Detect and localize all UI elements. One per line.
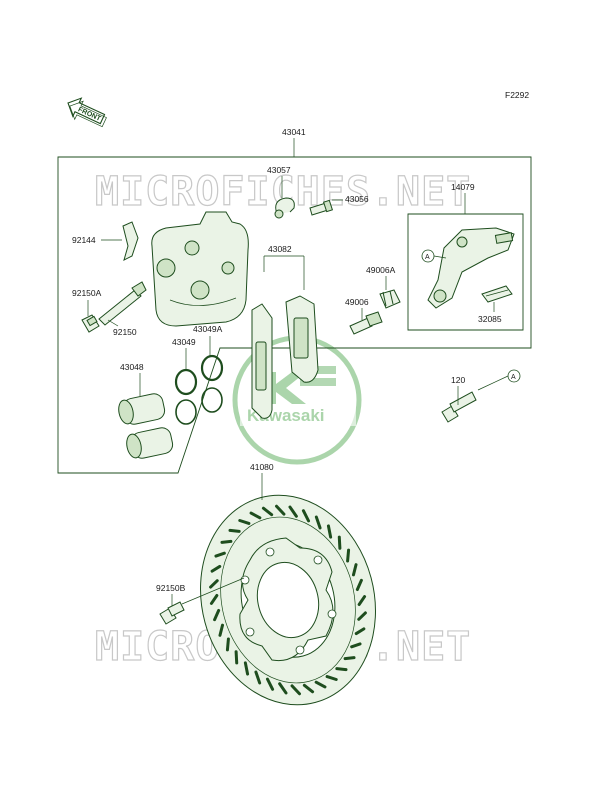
callout-a-bracket: A <box>421 249 447 263</box>
disc-slot <box>278 682 288 695</box>
disc-slot <box>357 595 367 606</box>
disc-slot <box>249 511 262 520</box>
disc-slot <box>337 535 342 550</box>
label-43049A: 43049A <box>193 324 223 334</box>
disc-slot <box>355 578 363 592</box>
piston-seals <box>174 354 224 425</box>
disc-slot <box>234 650 239 665</box>
disc-slot <box>326 524 333 539</box>
caliper-body <box>151 211 249 327</box>
callout-a-bolt: A <box>507 369 521 383</box>
label-92150: 92150 <box>113 327 137 337</box>
disc-slot <box>220 539 233 544</box>
disc-slot <box>225 637 230 652</box>
label-43041: 43041 <box>282 127 306 137</box>
disc-slot <box>210 564 222 573</box>
bleeder-plug <box>81 314 100 333</box>
label-43082: 43082 <box>268 244 292 254</box>
figure-code: F2292 <box>505 90 529 100</box>
disc-slot <box>314 680 327 689</box>
disc-slot <box>302 683 315 694</box>
disc-slot <box>218 623 225 637</box>
slide-pin <box>349 311 383 335</box>
disc-slot <box>209 579 219 589</box>
label-41080: 41080 <box>250 462 274 472</box>
mounting-bolt <box>441 375 509 423</box>
pad-spring-clip <box>122 221 139 261</box>
disc-slot <box>213 608 221 622</box>
label-43056: 43056 <box>345 194 369 204</box>
label-92150B: 92150B <box>156 583 186 593</box>
svg-text:A: A <box>511 374 516 381</box>
brake-pad-outer <box>285 295 319 383</box>
brake-disc <box>200 494 376 706</box>
disc-slot <box>301 509 311 523</box>
disc-slot <box>354 627 366 636</box>
disc-slot <box>346 548 351 563</box>
disc-slot <box>350 642 362 649</box>
label-92144: 92144 <box>72 235 96 245</box>
caliper-bracket <box>427 227 515 309</box>
label-32085: 32085 <box>478 314 502 324</box>
label-92150A: 92150A <box>72 288 102 298</box>
disc-slot <box>325 675 338 682</box>
disc-slot <box>265 677 275 691</box>
disc-slot <box>254 670 262 685</box>
bleed-fitting <box>274 197 295 219</box>
front-arrow-icon: FRONT <box>67 97 107 128</box>
disc-slot <box>214 551 226 558</box>
disc-slot <box>275 504 286 516</box>
bracket-frame <box>407 213 524 331</box>
label-14079: 14079 <box>451 182 475 192</box>
caliper-kit-frame <box>57 156 532 474</box>
dust-boot <box>379 289 401 309</box>
disc-slot <box>288 505 298 518</box>
caliper-pin <box>98 281 147 326</box>
brake-pad-inner <box>251 303 273 419</box>
svg-text:A: A <box>425 254 430 261</box>
disc-slot <box>243 661 250 676</box>
disc-slot <box>261 506 274 517</box>
label-43049: 43049 <box>172 337 196 347</box>
bleeder-screw <box>309 199 334 216</box>
disc-slot <box>335 667 348 672</box>
disc-slot <box>314 515 322 530</box>
disc-bolt <box>159 601 185 625</box>
pad-spring <box>481 285 513 303</box>
label-43057: 43057 <box>267 165 291 175</box>
disc-slot <box>209 594 219 605</box>
disc-slot <box>343 656 356 661</box>
disc-slot <box>238 518 251 525</box>
caliper-pistons <box>118 393 174 459</box>
label-120: 120 <box>451 375 465 385</box>
label-43048: 43048 <box>120 362 144 372</box>
label-49006A: 49006A <box>366 265 396 275</box>
disc-slot <box>357 611 367 621</box>
disc-slot <box>228 528 241 533</box>
label-49006: 49006 <box>345 297 369 307</box>
disc-slot <box>351 563 358 577</box>
disc-slot <box>290 684 301 696</box>
